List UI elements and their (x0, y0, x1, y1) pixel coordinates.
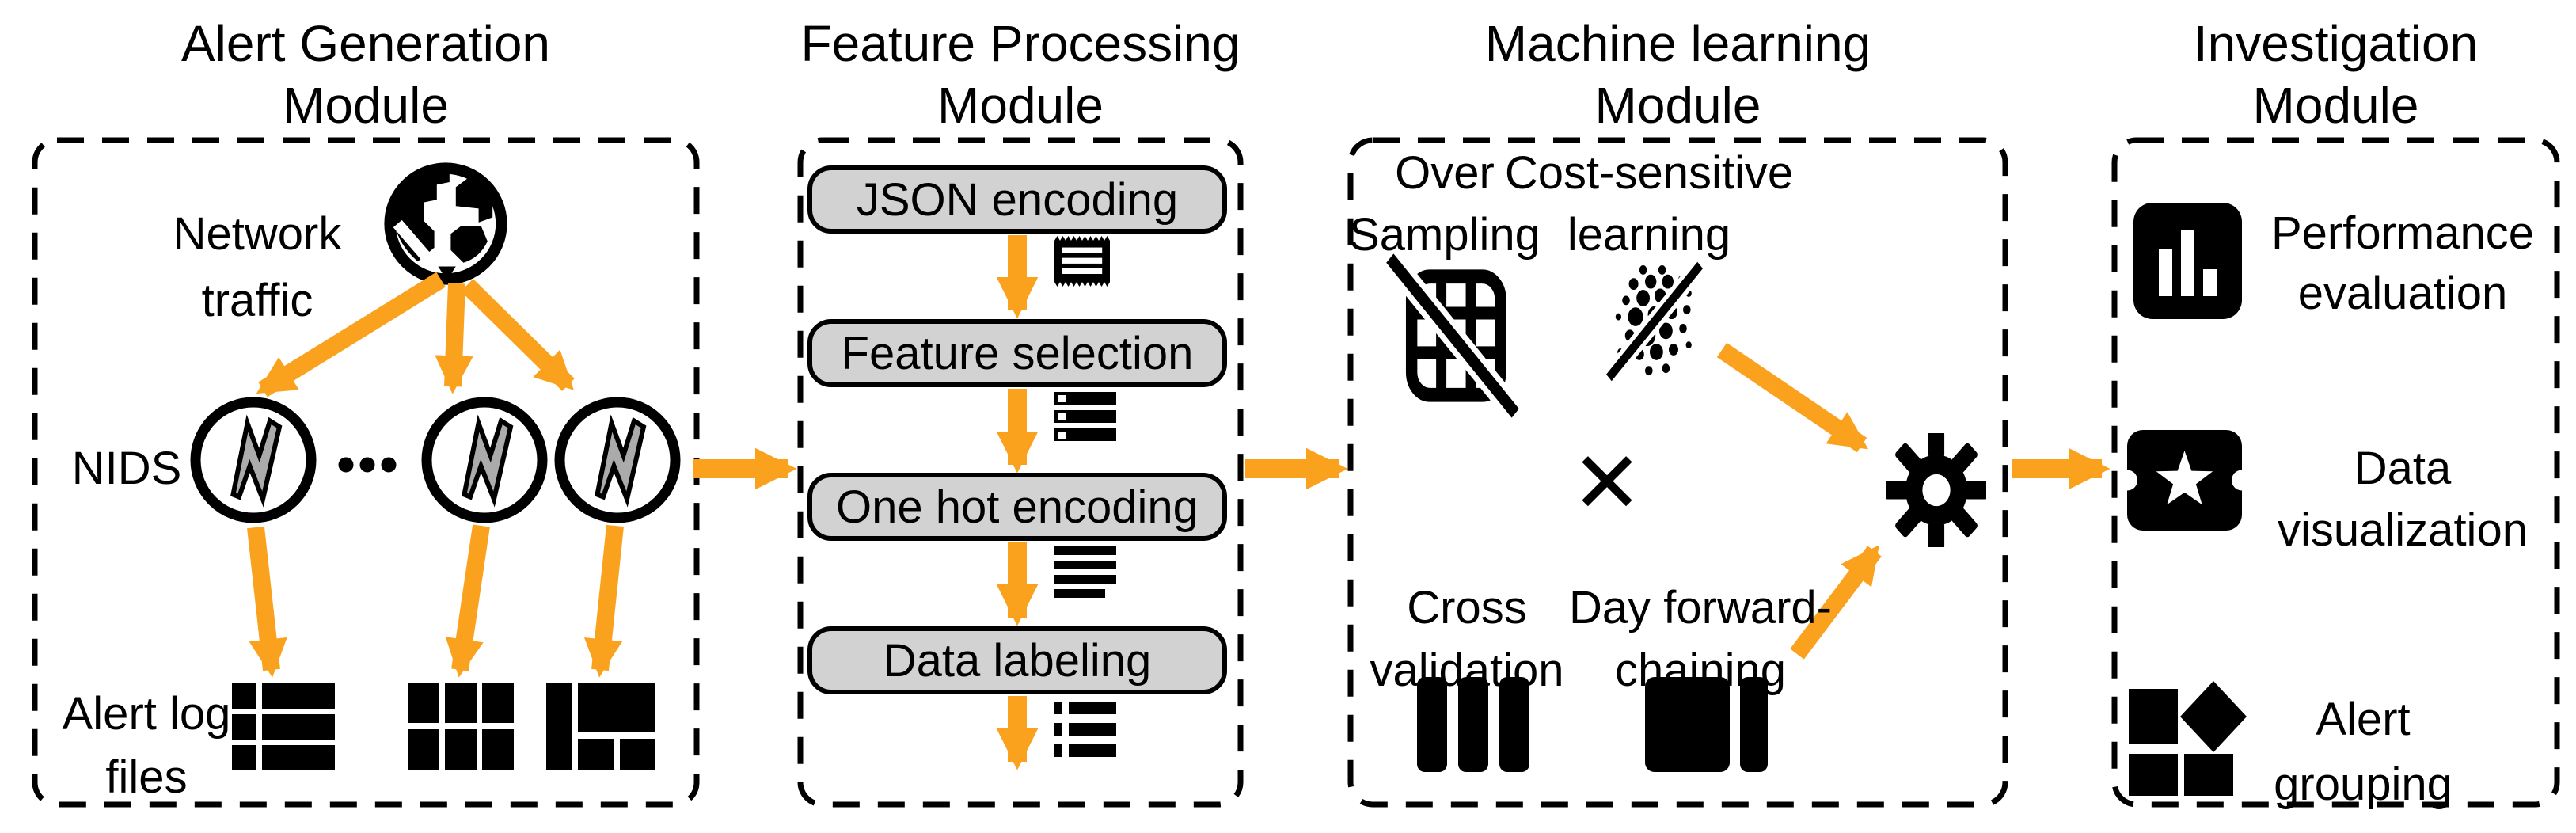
label-line: visualization (2278, 504, 2528, 556)
bar-chart-icon (2133, 203, 2242, 319)
module-title-investigation: Investigation Module (2114, 13, 2557, 136)
title-line: Module (1594, 77, 1761, 134)
panel-bar-icon (1645, 677, 1768, 772)
title-line: Module (937, 77, 1104, 134)
label-line: Alert log (62, 688, 231, 740)
flow-arrow-globe-to-nids3 (461, 279, 575, 391)
nids-node-1 (190, 397, 317, 523)
nids-node-3 (554, 397, 681, 523)
performance-evaluation-label: Performance evaluation (2252, 203, 2553, 324)
flow-arrow-nids1-to-log1 (247, 526, 287, 678)
step-box-feature-selection: Feature selection (807, 319, 1227, 387)
label-line: Day forward- (1569, 582, 1832, 633)
alert-log-files-label: Alert log files (47, 683, 245, 809)
shapes-icon (2129, 681, 2247, 796)
label-line: Data (2354, 443, 2452, 494)
label-line: Alert (2316, 694, 2411, 745)
oversampling-label: Over Sampling (1326, 143, 1563, 266)
label-line: Performance (2270, 207, 2535, 259)
scatter-slash-icon (1606, 261, 1703, 382)
title-line: Module (283, 77, 449, 134)
gear-icon (1886, 433, 1986, 547)
flow-arrow-chaining-to-gear (1790, 545, 1882, 660)
label-line: Cost-sensitive (1504, 147, 1794, 199)
title-line: Feature Processing (800, 15, 1241, 72)
module-title-machine-learning: Machine learning Module (1351, 13, 2005, 136)
grid-slash-icon (1386, 253, 1519, 418)
label-line: Over (1395, 147, 1495, 199)
network-traffic-label: Network traffic (119, 201, 396, 334)
flow-arrow-nids3-to-log3 (583, 524, 624, 678)
label-line: learning (1567, 209, 1731, 261)
step-box-one-hot-encoding: One hot encoding (807, 473, 1227, 541)
title-line: Alert Generation (180, 15, 551, 72)
feature-processing-module-border (797, 137, 1244, 808)
label-line: grouping (2274, 759, 2453, 810)
layout-table-icon (546, 683, 655, 770)
lightning-bolt-icon (595, 414, 647, 508)
label-line: traffic (201, 275, 313, 326)
day-forward-chaining-label: Day forward- chaining (1542, 576, 1859, 702)
label-line: evaluation (2297, 268, 2508, 319)
receipt-icon (1054, 236, 1110, 287)
title-line: Machine learning (1484, 15, 1871, 72)
label-line: Cross (1407, 582, 1527, 633)
label-line: Network (173, 208, 342, 260)
step-box-data-labeling: Data labeling (807, 626, 1227, 694)
cost-sensitive-label: Cost-sensitive learning (1491, 143, 1807, 266)
grid-icon (408, 683, 514, 770)
server-list-icon (1054, 392, 1116, 441)
data-visualization-label: Data visualization (2252, 438, 2553, 561)
nids-label: NIDS (71, 443, 182, 494)
label-line: files (105, 751, 188, 803)
step-box-json-encoding: JSON encoding (807, 165, 1227, 234)
bullet-list-icon (1054, 702, 1116, 757)
flow-arrow-globe-to-nids2 (435, 283, 473, 394)
table-list-icon (232, 683, 335, 770)
nids-node-2 (421, 397, 548, 523)
investigation-module-border (2111, 137, 2560, 808)
lightning-bolt-icon (462, 414, 514, 508)
vertical-bars-icon (1417, 677, 1529, 772)
lightning-bolt-icon (230, 414, 283, 508)
globe-icon (384, 162, 507, 285)
flow-arrow-nids2-to-log2 (445, 524, 490, 678)
title-line: Investigation (2193, 15, 2479, 72)
alert-grouping-label: Alert grouping (2252, 687, 2474, 817)
machine-learning-module-border (1347, 137, 2008, 808)
label-line: Sampling (1349, 209, 1541, 261)
text-lines-icon (1054, 546, 1116, 598)
flow-arrow-globe-to-nids1 (256, 272, 446, 397)
module-title-feature-processing: Feature Processing Module (800, 13, 1241, 136)
ticket-star-icon (2127, 430, 2242, 531)
times-symbol: ✕ (1571, 435, 1643, 531)
module-title-alert-generation: Alert Generation Module (35, 13, 697, 136)
title-line: Module (2252, 77, 2419, 134)
ellipsis-icon (338, 457, 397, 473)
flow-arrow-cost-to-gear (1716, 342, 1869, 453)
